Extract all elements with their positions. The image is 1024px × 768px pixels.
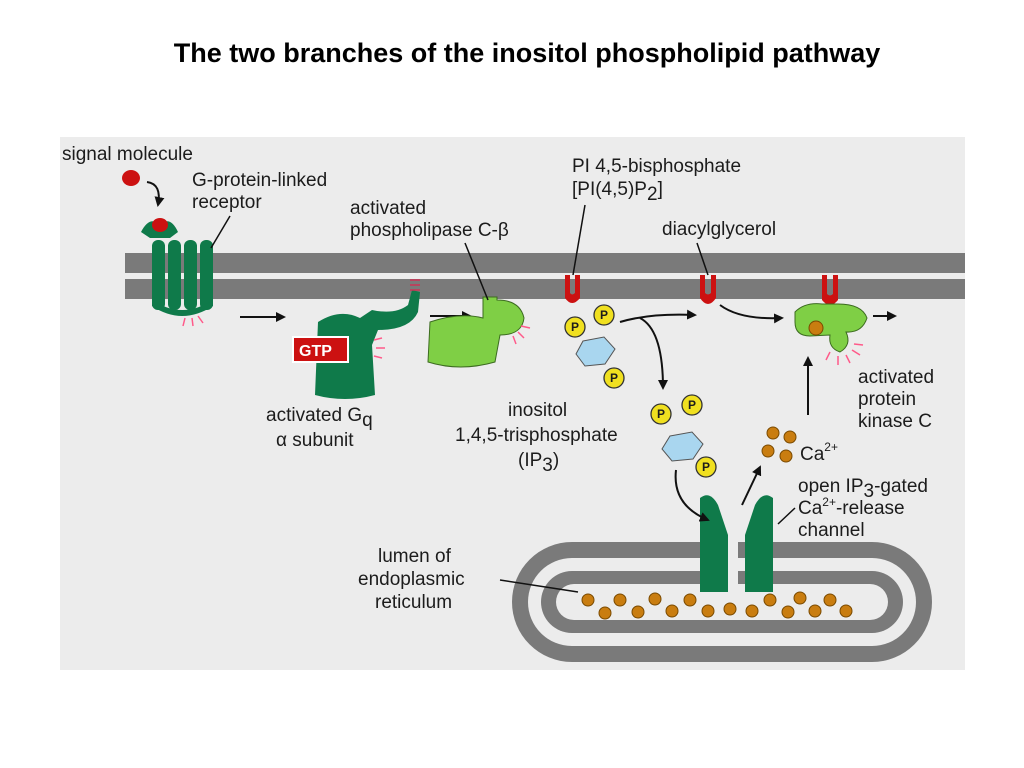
label-channel-line3: channel bbox=[798, 520, 865, 541]
phosphate-label: P bbox=[688, 398, 696, 412]
gtp-label: GTP bbox=[299, 343, 332, 360]
label-pkc-line1: activated bbox=[858, 367, 934, 388]
plc-pointer bbox=[464, 242, 489, 301]
phosphate-label: P bbox=[600, 308, 608, 322]
cytosolic-calcium-ions bbox=[761, 426, 797, 463]
label-er-line2: endoplasmic bbox=[358, 569, 465, 590]
label-gpcr-line2: receptor bbox=[192, 192, 262, 213]
signal-molecule bbox=[122, 170, 140, 186]
label-ip3-line2: 1,4,5-trisphosphate bbox=[455, 425, 618, 446]
label-ip3-line1: inositol bbox=[508, 400, 567, 421]
label-er-line3: reticulum bbox=[375, 592, 452, 613]
label-gq-line1: activated Gq bbox=[266, 405, 373, 431]
arrow-to-ip3 bbox=[639, 317, 668, 390]
ip3-molecule bbox=[650, 394, 717, 478]
phosphate-label: P bbox=[610, 371, 618, 385]
gtp-badge bbox=[292, 336, 349, 363]
endoplasmic-reticulum bbox=[512, 540, 932, 662]
phosphate-label: P bbox=[571, 320, 579, 334]
phosphate-label: P bbox=[657, 407, 665, 421]
protein-kinase-c bbox=[794, 275, 868, 365]
pip2-molecule bbox=[565, 275, 580, 303]
arrow-channel-to-ca bbox=[741, 465, 762, 506]
label-plc-line2: phospholipase C-β bbox=[350, 220, 509, 241]
label-pip2-line1: PI 4,5-bisphosphate bbox=[572, 156, 741, 177]
dag-pointer bbox=[696, 242, 709, 276]
signal-arrow bbox=[146, 181, 165, 207]
arrow-ip3-to-channel bbox=[674, 469, 710, 522]
label-gpcr-line1: G-protein-linked bbox=[192, 170, 327, 191]
label-pkc-line3: kinase C bbox=[858, 411, 932, 432]
label-er-line1: lumen of bbox=[378, 546, 452, 567]
label-dag: diacylglycerol bbox=[662, 219, 776, 240]
label-signal-molecule: signal molecule bbox=[62, 144, 193, 165]
phosphate-label: P bbox=[702, 460, 710, 474]
label-calcium: Ca2+ bbox=[800, 440, 838, 465]
diacylglycerol-molecule bbox=[700, 275, 716, 304]
label-ip3-line3: (IP3) bbox=[518, 450, 559, 476]
phospholipase-c-beta bbox=[427, 296, 531, 368]
gpcr-pointer bbox=[210, 215, 231, 249]
label-plc-line1: activated bbox=[350, 198, 426, 219]
gq-alpha-subunit bbox=[315, 279, 420, 399]
label-channel-line2: Ca2+-release bbox=[798, 495, 905, 519]
er-calcium-ions bbox=[581, 591, 853, 620]
pip2-pointer bbox=[572, 204, 586, 276]
plasma-membrane bbox=[125, 253, 965, 299]
gpcr-receptor bbox=[141, 218, 213, 327]
er-pointer bbox=[499, 579, 579, 593]
label-gq-line2: α subunit bbox=[276, 430, 354, 451]
label-channel-line1: open IP3-gated bbox=[798, 476, 928, 502]
pip2-headgroup bbox=[564, 304, 625, 389]
arrow-dag-to-pkc bbox=[719, 304, 784, 324]
label-pip2-line2: [PI(4,5)P2] bbox=[572, 179, 663, 205]
label-pkc-line2: protein bbox=[858, 389, 916, 410]
page-title: The two branches of the inositol phospho… bbox=[173, 38, 881, 68]
arrow-to-dag-pkc bbox=[619, 309, 697, 323]
phosphate-labels: P P P P P P bbox=[571, 308, 710, 474]
channel-pointer bbox=[777, 507, 796, 525]
